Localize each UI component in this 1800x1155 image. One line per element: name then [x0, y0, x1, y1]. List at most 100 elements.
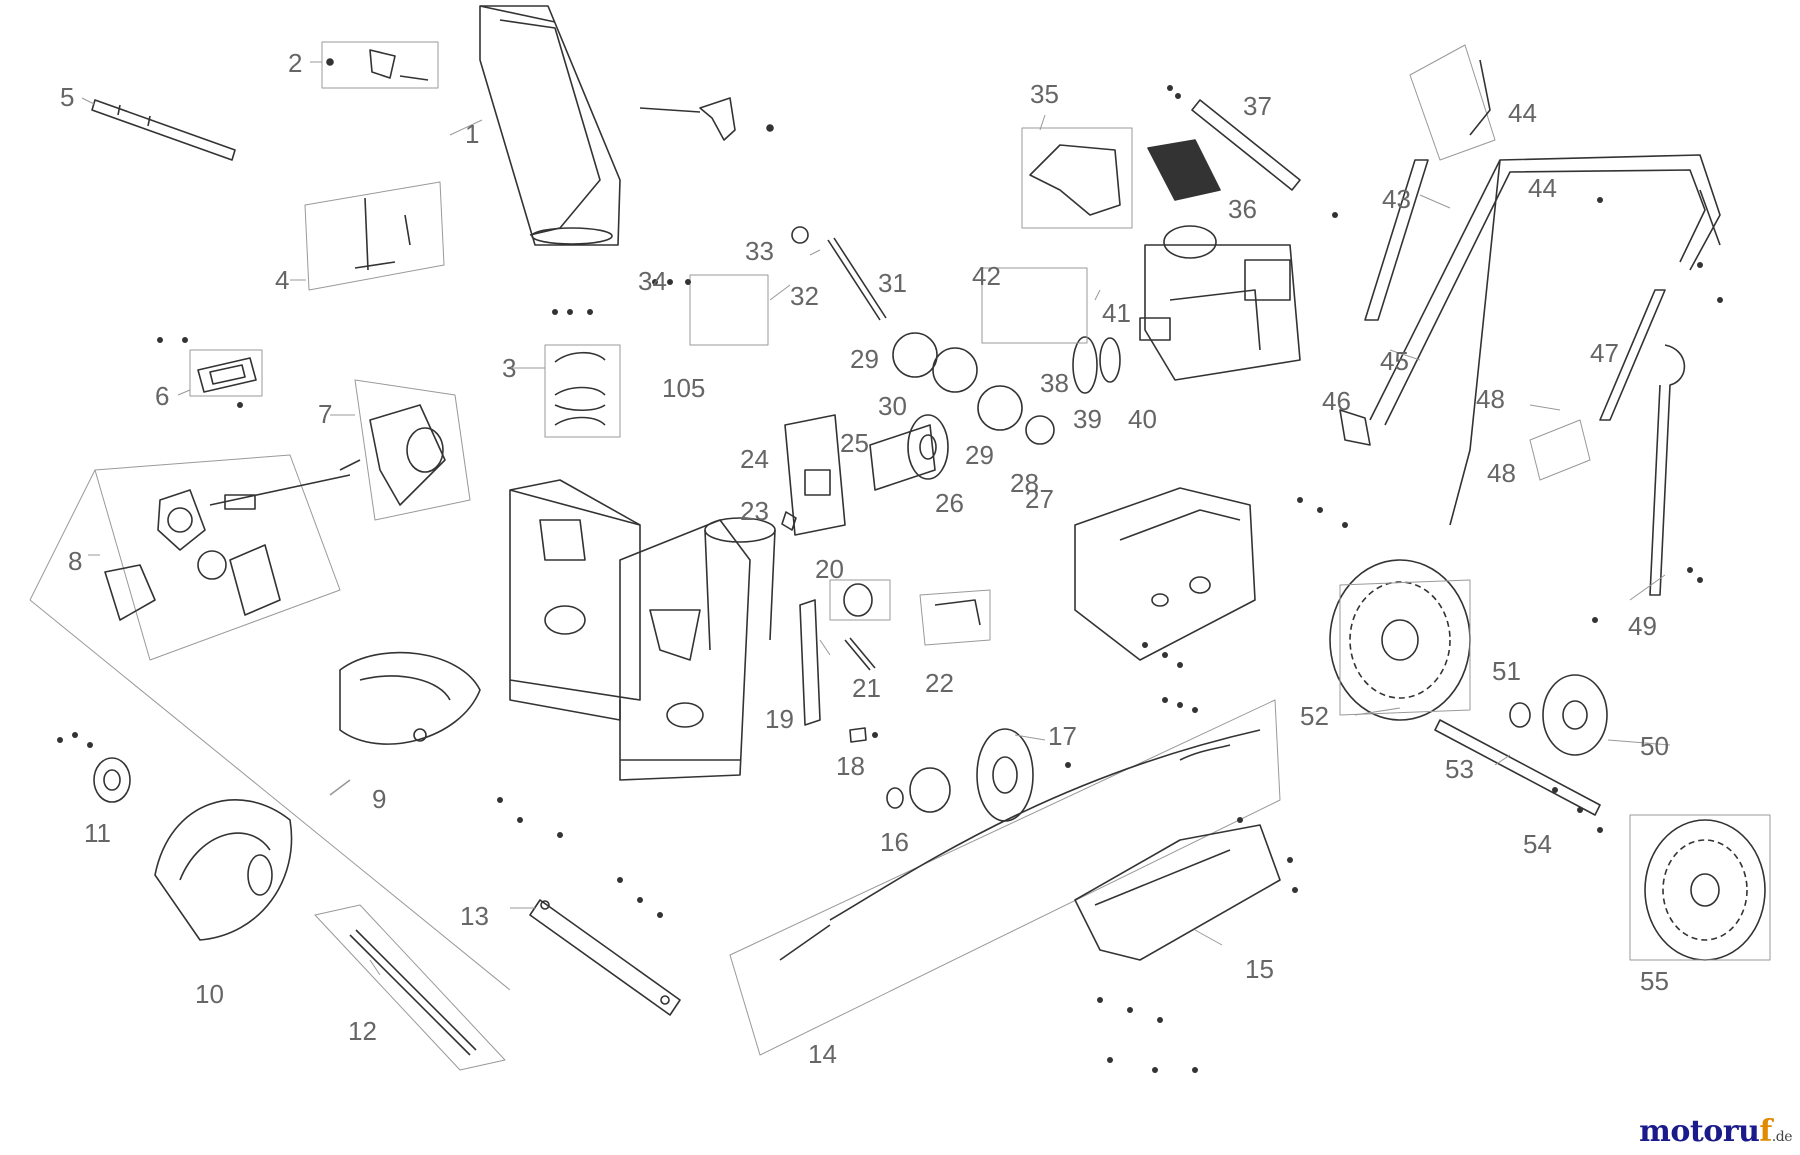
part-4-group: [304, 181, 445, 291]
part-label: 3: [502, 353, 516, 383]
part-52-wheel: [1329, 559, 1471, 721]
part-label: 10: [195, 979, 224, 1009]
part-3-group: [544, 344, 621, 438]
part-label: 1: [465, 119, 479, 149]
part-label: 22: [925, 668, 954, 698]
part-label: 43: [1382, 184, 1411, 214]
part-46-bracket: [1339, 409, 1371, 446]
part-17-pulley: [886, 728, 1034, 822]
part-label: 47: [1590, 338, 1619, 368]
part-24-plate: [784, 414, 846, 536]
engine-pulleys: [981, 267, 1121, 394]
part-label: 25: [840, 428, 869, 458]
part-label: 15: [1245, 954, 1274, 984]
part-label: 46: [1322, 386, 1351, 416]
part-label: 4: [275, 265, 289, 295]
part-label: 42: [972, 261, 1001, 291]
part-label: 8: [68, 546, 82, 576]
auger-housing: [509, 479, 776, 781]
part-label: 2: [288, 48, 302, 78]
part-22-bracket: [919, 589, 991, 646]
part-label: 16: [880, 827, 909, 857]
part-label: 29: [965, 440, 994, 470]
brand-main: motoru: [1639, 1114, 1760, 1149]
part-labels: 1 2 3 4 5 6 7 8 9 10 11 12 13 14 15 16 1…: [60, 48, 1669, 1069]
part-label: 21: [852, 673, 881, 703]
part-19-bracket: [799, 599, 821, 726]
part-label: 30: [878, 391, 907, 421]
part-label: 52: [1300, 701, 1329, 731]
part-label: 17: [1048, 721, 1077, 751]
part-14-frame: [729, 699, 1281, 1056]
part-23-pin: [781, 511, 797, 531]
part-label: 32: [790, 281, 819, 311]
part-label: 50: [1640, 731, 1669, 761]
part-label: 29: [850, 344, 879, 374]
hardware-dots: [57, 85, 1723, 1073]
part-label: 31: [878, 268, 907, 298]
brand-accent: f: [1759, 1114, 1772, 1149]
part-label: 12: [348, 1016, 377, 1046]
part-36-panel: [1147, 139, 1221, 201]
part-label: 35: [1030, 79, 1059, 109]
part-label: 27: [1025, 484, 1054, 514]
part-15-bottom-plate: [1074, 824, 1281, 961]
part-label: 37: [1243, 91, 1272, 121]
part-55-wheel: [1629, 814, 1771, 961]
part-5-shaft: [91, 99, 236, 161]
part-label: 36: [1228, 194, 1257, 224]
part-label: 13: [460, 901, 489, 931]
part-label: 39: [1073, 404, 1102, 434]
part-label: 9: [372, 784, 386, 814]
part-label: 18: [836, 751, 865, 781]
part-label: 48: [1487, 458, 1516, 488]
part-label: 24: [740, 444, 769, 474]
chute-knob: [639, 97, 774, 141]
part-53-axle: [1434, 702, 1601, 816]
part-43-rod: [1364, 159, 1429, 321]
part-label: 44: [1508, 98, 1537, 128]
part-label: 51: [1492, 656, 1521, 686]
part-1-discharge-chute: [479, 5, 621, 246]
part-49-lever: [1649, 344, 1686, 596]
brand-suffix: .de: [1771, 1129, 1793, 1145]
part-label: 11: [84, 818, 111, 848]
part-label: 28: [1010, 468, 1039, 498]
part-12-shaft: [314, 904, 506, 1071]
drive-assembly: [689, 226, 1055, 491]
part-21-spring: [844, 637, 876, 671]
part-37-bracket: [1191, 99, 1301, 191]
part-8-gearbox: [94, 454, 351, 661]
engine: [1139, 225, 1301, 381]
part-label: 23: [740, 496, 769, 526]
part-13-scraper-bar: [529, 899, 681, 1016]
part-7-impeller: [339, 379, 471, 521]
part-label: 41: [1102, 298, 1131, 328]
part-label: 7: [318, 399, 332, 429]
part-label: 55: [1640, 966, 1669, 996]
chassis: [1074, 487, 1256, 661]
part-label: 45: [1380, 346, 1409, 376]
part-label: 14: [808, 1039, 837, 1069]
part-label: 105: [662, 373, 705, 403]
part-label: 19: [765, 704, 794, 734]
part-9-auger: [329, 651, 481, 796]
part-label: 6: [155, 381, 169, 411]
part-label: 49: [1628, 611, 1657, 641]
part-label: 34: [638, 266, 667, 296]
part-35-belt-cover: [1021, 127, 1133, 229]
motoruf-watermark-logo: motoruf.de: [1639, 1114, 1792, 1149]
part-label: 33: [745, 236, 774, 266]
part-label: 38: [1040, 368, 1069, 398]
part-label: 40: [1128, 404, 1157, 434]
part-label: 48: [1476, 384, 1505, 414]
leader-lines: [29, 61, 1671, 991]
part-label: 54: [1523, 829, 1552, 859]
part-6-skid-shoe: [189, 349, 263, 397]
part-label: 20: [815, 554, 844, 584]
part-label: 44: [1528, 173, 1557, 203]
handle-bar: [1369, 154, 1721, 526]
part-11-bearing: [93, 757, 131, 803]
part-50-wheel-hub: [1542, 674, 1608, 756]
part-20-idler: [829, 579, 891, 621]
